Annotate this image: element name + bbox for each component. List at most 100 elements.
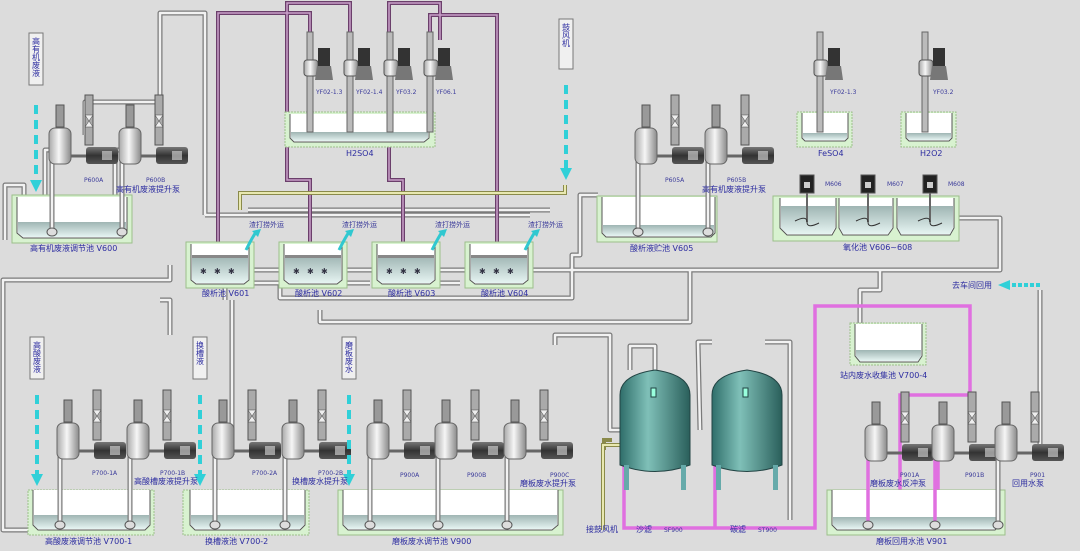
acid-tank-label: 酸析池 V602 bbox=[295, 288, 342, 298]
pump-head bbox=[383, 59, 399, 77]
valve-icon bbox=[84, 114, 94, 128]
arrow-down-icon bbox=[30, 180, 42, 192]
tank-v901-label: 磨板回用水池 V901 bbox=[876, 536, 947, 546]
pump-head bbox=[343, 59, 359, 77]
carbon-filter-label: 碳滤 bbox=[730, 524, 746, 534]
sand-filter-id: SF900 bbox=[664, 527, 683, 534]
centrifugal-pump bbox=[54, 389, 126, 530]
strainer-body bbox=[118, 127, 142, 165]
foot-valve bbox=[992, 520, 1004, 530]
dosing-line bbox=[921, 31, 929, 133]
pump-head bbox=[813, 59, 829, 77]
aerator-icon: ✱ bbox=[228, 267, 235, 276]
aerator-icon: ✱ bbox=[414, 267, 421, 276]
aerator-icon: ✱ bbox=[214, 267, 221, 276]
pumps-901-backwash-title: 磨板废水反冲泵 bbox=[870, 478, 926, 488]
strainer-body bbox=[503, 422, 527, 460]
dosing-pump bbox=[813, 31, 843, 133]
motor-icon bbox=[438, 48, 450, 66]
pump-p605a-label: P605A bbox=[665, 177, 685, 184]
pump-head bbox=[918, 59, 934, 77]
aerator-icon: ✱ bbox=[200, 267, 207, 276]
centrifugal-pump bbox=[501, 389, 573, 530]
pumps-700-2-title: 换槽废水提升泵 bbox=[292, 476, 348, 486]
sand-filter-label: 沙滤 bbox=[636, 524, 652, 534]
centrifugal-pump bbox=[702, 94, 774, 237]
aerator-icon: ✱ bbox=[293, 267, 300, 276]
acid-tank-label: 酸析池 V604 bbox=[481, 288, 528, 298]
valve-icon bbox=[402, 409, 412, 423]
source-bath-change: 换槽液 bbox=[192, 336, 208, 486]
source-grinding-label: 磨板废水 bbox=[345, 340, 354, 373]
aerator-icon: ✱ bbox=[479, 267, 486, 276]
tank-feso4 bbox=[796, 111, 853, 148]
oxidation-label: 氧化池 V606~608 bbox=[843, 242, 912, 252]
pumps-700-1-title: 高酸槽废液提升泵 bbox=[134, 476, 198, 486]
source-high-acid-label: 高酸废液 bbox=[33, 340, 42, 374]
arrow-down-icon bbox=[560, 168, 572, 180]
pump-p600a-label: P600A bbox=[84, 177, 104, 184]
dosing-line bbox=[816, 31, 824, 133]
valve-stack bbox=[63, 399, 73, 423]
tank-v605 bbox=[596, 195, 718, 243]
pump-labels: P600A P600B 高有机废液提升泵 P605A P605B 高有机废液提升… bbox=[84, 89, 1045, 488]
valve-icon bbox=[317, 409, 327, 423]
foot-valve bbox=[432, 520, 444, 530]
foot-valve bbox=[116, 227, 128, 237]
air-pipes bbox=[238, 185, 620, 530]
dosing-line bbox=[306, 31, 314, 133]
dosing-line bbox=[426, 31, 434, 133]
arrow-down-icon bbox=[31, 474, 43, 486]
scraper bbox=[378, 255, 434, 258]
valve-icon bbox=[670, 114, 680, 128]
dosing-line bbox=[346, 31, 354, 133]
mixer-icon bbox=[794, 174, 820, 227]
valve-stack bbox=[1001, 401, 1011, 425]
foot-valve bbox=[702, 227, 714, 237]
pump-p700-2a-label: P700-2A bbox=[252, 470, 278, 477]
mixer-icon bbox=[917, 174, 943, 227]
slag-removal-label: 渣打捞外运 bbox=[342, 220, 377, 229]
centrifugal-pump bbox=[632, 94, 704, 237]
tank-v700-1-label: 高酸废液调节池 V700-1 bbox=[45, 536, 132, 546]
valve-icon bbox=[247, 409, 257, 423]
tank-v901 bbox=[826, 489, 1006, 536]
pumps-600-title: 高有机废液提升泵 bbox=[116, 184, 180, 194]
mixers-group bbox=[794, 174, 943, 227]
blower-connect-label: 接鼓风机 bbox=[586, 524, 618, 534]
valve-stack bbox=[133, 399, 143, 423]
aerator-icon: ✱ bbox=[400, 267, 407, 276]
valve-stack bbox=[711, 104, 721, 128]
strainer-body bbox=[931, 424, 955, 462]
centrifugal-pump bbox=[279, 389, 351, 530]
tank-v900-label: 磨板废水调节池 V900 bbox=[392, 536, 471, 546]
pumps-group bbox=[46, 94, 1064, 530]
slag-removal-label: 渣打捞外运 bbox=[435, 220, 470, 229]
motor-icon bbox=[358, 48, 370, 66]
arrow-left-icon bbox=[998, 280, 1010, 290]
doser-h2o2-label: YF03.2 bbox=[932, 89, 954, 96]
strainer-body bbox=[126, 422, 150, 460]
doser-label-4: YF06.1 bbox=[435, 89, 457, 96]
centrifugal-pump bbox=[364, 389, 436, 530]
pump-p901b-label: P901B bbox=[965, 472, 984, 479]
foot-valve bbox=[929, 520, 941, 530]
valve-icon bbox=[740, 114, 750, 128]
valve-icon bbox=[539, 409, 549, 423]
pump-p901-label: P901 bbox=[1030, 472, 1045, 479]
valve-stack bbox=[871, 401, 881, 425]
dosing-pumps-group bbox=[303, 31, 948, 133]
aerator-icon: ✱ bbox=[321, 267, 328, 276]
arrow-down-icon bbox=[343, 474, 355, 486]
valve-icon bbox=[900, 411, 910, 425]
reuse-output: 去车间回用 bbox=[952, 280, 1040, 290]
pump-p901a-label: P901A bbox=[900, 472, 920, 479]
acid-pipes bbox=[216, 1, 499, 245]
acid-tank-label: 酸析池 V603 bbox=[388, 288, 435, 298]
slag-removal-label: 渣打捞外运 bbox=[528, 220, 563, 229]
strainer-body bbox=[994, 424, 1018, 462]
tank-v700-4 bbox=[849, 322, 927, 366]
